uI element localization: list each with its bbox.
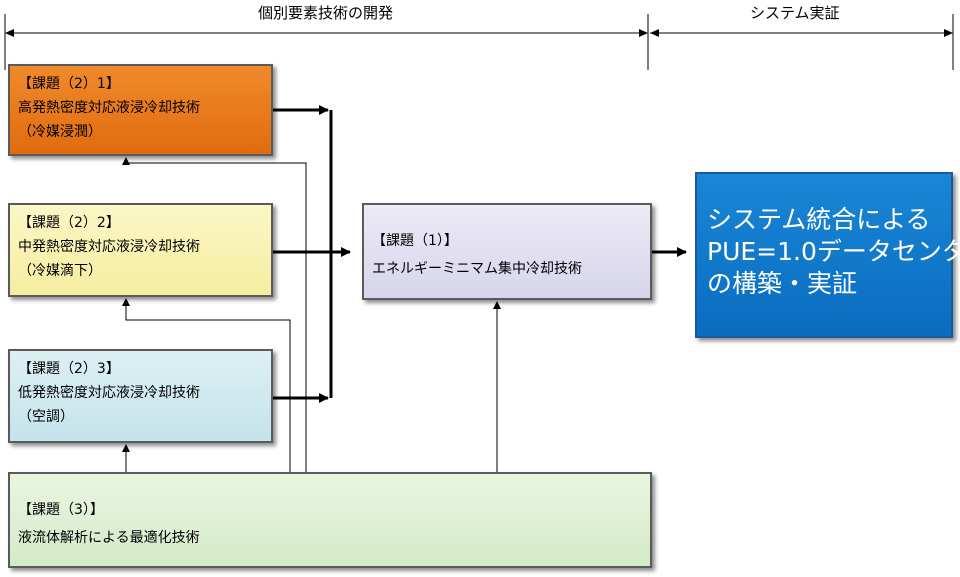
task-1-box: 【課題（1）】 エネルギーミニマム集中冷却技術 xyxy=(362,203,652,300)
task-2-1-line1: 高発熱密度対応液浸冷却技術 xyxy=(18,100,200,116)
system-verification-label: システム実証 xyxy=(750,4,840,22)
task-2-2-title: 【課題（2）2】 xyxy=(18,215,120,231)
task-1-title: 【課題（1）】 xyxy=(372,233,458,249)
task-2-3-line1: 低発熱密度対応液浸冷却技術 xyxy=(18,385,200,401)
task-2-2-box: 【課題（2）2】 中発熱密度対応液浸冷却技術 （冷媒滴下） xyxy=(8,203,273,297)
system-integration-box: システム統合による PUE=1.0データセンタ の構築・実証 xyxy=(695,172,960,338)
system-line1: システム統合による xyxy=(707,205,931,234)
span-arrow-development xyxy=(4,14,649,70)
task-2-1-title: 【課題（2）1】 xyxy=(18,76,120,92)
span-arrow-system xyxy=(650,14,954,70)
task-2-2-line1: 中発熱密度対応液浸冷却技術 xyxy=(18,239,200,255)
task-1-line1: エネルギーミニマム集中冷却技術 xyxy=(372,261,582,277)
task-2-1-box: 【課題（2）1】 高発熱密度対応液浸冷却技術 （冷媒浸潤） xyxy=(8,64,273,156)
system-line3: の構築・実証 xyxy=(707,269,858,298)
task-2-1-line2: （冷媒浸潤） xyxy=(18,124,102,140)
task-2-3-title: 【課題（2）3】 xyxy=(18,361,120,377)
system-line2: PUE=1.0データセンタ xyxy=(707,237,960,266)
task-3-box: 【課題（3）】 液流体解析による最適化技術 xyxy=(8,472,652,568)
feedback-arrows xyxy=(122,157,501,472)
development-label: 個別要素技術の開発 xyxy=(258,4,394,22)
task-3-title: 【課題（3）】 xyxy=(18,502,104,518)
task-2-3-line2: （空調） xyxy=(18,409,74,425)
task-3-line1: 液流体解析による最適化技術 xyxy=(18,530,200,546)
bus-arrows xyxy=(273,105,687,403)
task-2-3-box: 【課題（2）3】 低発熱密度対応液浸冷却技術 （空調） xyxy=(8,349,273,443)
task-2-2-line2: （冷媒滴下） xyxy=(18,263,102,279)
